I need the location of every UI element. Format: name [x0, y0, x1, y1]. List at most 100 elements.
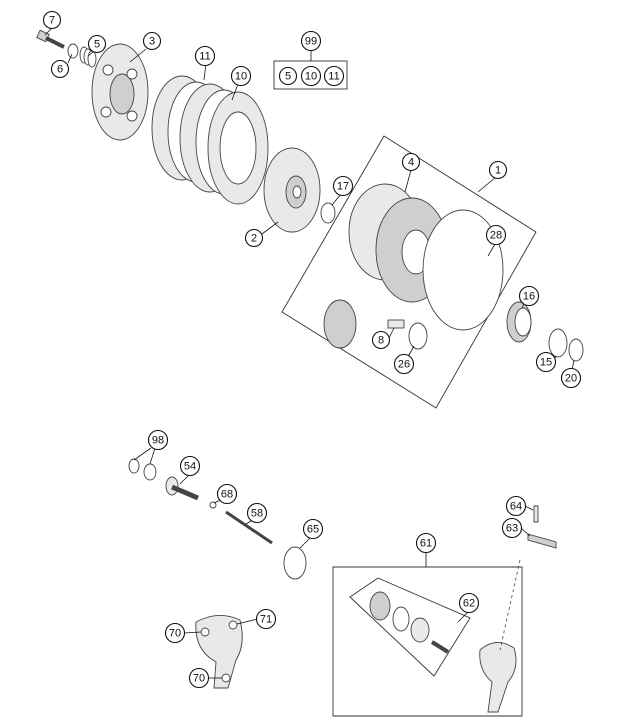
callout-number: 11 — [328, 71, 339, 83]
callout-bubble — [142, 31, 162, 51]
callout-c68: 68 — [216, 483, 238, 505]
callout-k5: 5 — [278, 66, 298, 86]
callout-bubble — [278, 66, 298, 86]
callout-bubble — [560, 367, 582, 389]
o-ring-part — [283, 546, 307, 580]
screw-part — [387, 319, 405, 329]
clutch-cover-housing-part — [195, 615, 243, 689]
callout-bubble — [255, 608, 277, 630]
callout-number: 71 — [260, 614, 272, 626]
callout-bubble — [332, 175, 354, 197]
callout-c54: 54 — [179, 455, 201, 477]
washer-pair-part-a — [128, 458, 140, 474]
callout-bubble — [505, 495, 527, 517]
callout-bubble — [458, 592, 480, 614]
callout-number: 17 — [337, 181, 349, 193]
callout-number: 8 — [378, 335, 384, 347]
callout-bubble — [246, 502, 268, 524]
callout-number: 28 — [490, 230, 502, 242]
needle-bearing-part — [506, 301, 532, 343]
callout-number: 3 — [149, 36, 155, 48]
callout-c8: 8 — [371, 330, 391, 350]
piston-kit-box — [349, 577, 471, 677]
pressure-plate-part — [91, 43, 149, 141]
callout-c65: 65 — [302, 518, 324, 540]
washer-pair-part-b — [143, 463, 157, 481]
callout-number: 65 — [307, 524, 319, 536]
callout-c62: 62 — [458, 592, 480, 614]
callout-c61: 61 — [415, 532, 437, 554]
callout-number: 20 — [565, 373, 577, 385]
callout-number: 6 — [57, 64, 63, 76]
callout-number: 5 — [285, 71, 291, 83]
part-drawings — [36, 29, 584, 717]
callout-c26: 26 — [393, 353, 415, 375]
callout-c5: 5 — [87, 34, 107, 54]
callout-bubble — [216, 483, 238, 505]
callout-bubble — [393, 353, 415, 375]
callout-bubble — [485, 224, 507, 246]
kit-group-box — [273, 60, 348, 90]
callout-number: 54 — [184, 461, 196, 473]
ball-part — [209, 501, 217, 509]
callout-number: 70 — [169, 628, 181, 640]
callout-bubble — [488, 160, 508, 180]
callout-c70b: 70 — [188, 667, 210, 689]
slave-cylinder-group-box — [332, 566, 523, 717]
callout-c20: 20 — [560, 367, 582, 389]
callout-bubble — [401, 152, 421, 172]
callout-number: 68 — [221, 489, 233, 501]
callout-c99: 99 — [300, 30, 322, 52]
callout-bubble — [194, 45, 216, 67]
callout-bubble — [302, 518, 324, 540]
callout-c3: 3 — [142, 31, 162, 51]
callout-k10: 10 — [300, 65, 322, 87]
bushing-part — [548, 328, 568, 358]
slave-cylinder-body-part — [479, 559, 521, 713]
callout-bubble — [87, 34, 107, 54]
callout-number: 99 — [305, 36, 317, 48]
bleeder-screw-part — [527, 533, 557, 549]
callout-number: 62 — [463, 598, 475, 610]
clutch-basket-group-box — [281, 135, 537, 409]
push-rod-part — [225, 510, 273, 545]
callout-c7: 7 — [42, 10, 62, 30]
callout-bubble — [371, 330, 391, 350]
callout-bubble — [230, 65, 252, 87]
callout-k11: 11 — [323, 65, 345, 87]
spring-part — [79, 46, 97, 68]
callout-number: 7 — [49, 15, 55, 27]
callout-number: 1 — [495, 165, 501, 177]
callout-bubble — [415, 532, 437, 554]
callout-bubble — [179, 455, 201, 477]
washer-part — [67, 43, 79, 59]
callout-bubble — [147, 429, 169, 451]
callout-number: 64 — [510, 501, 522, 513]
gasket-part — [422, 209, 504, 331]
callout-bubble — [501, 517, 523, 539]
callout-c2: 2 — [244, 228, 264, 248]
callout-number: 98 — [152, 435, 164, 447]
callout-c28: 28 — [485, 224, 507, 246]
callout-bubble — [323, 65, 345, 87]
callout-number: 58 — [251, 508, 263, 520]
callout-number: 2 — [251, 233, 257, 245]
primary-gear-part — [323, 299, 357, 349]
pressure-piece-part — [165, 476, 199, 501]
callout-c10: 10 — [230, 65, 252, 87]
callout-c6: 6 — [50, 59, 70, 79]
callout-c1: 1 — [488, 160, 508, 180]
callout-bubble — [300, 65, 322, 87]
callout-c15: 15 — [535, 351, 557, 373]
callout-c11: 11 — [194, 45, 216, 67]
callout-number: 70 — [193, 673, 205, 685]
callout-number: 5 — [94, 39, 100, 51]
inner-hub-part — [263, 147, 321, 233]
callout-bubble — [535, 351, 557, 373]
bolt-part — [36, 29, 65, 49]
callout-c58: 58 — [246, 502, 268, 524]
callout-number: 15 — [540, 357, 552, 369]
slave-cylinder-piston-part — [369, 591, 450, 654]
callout-c17: 17 — [332, 175, 354, 197]
